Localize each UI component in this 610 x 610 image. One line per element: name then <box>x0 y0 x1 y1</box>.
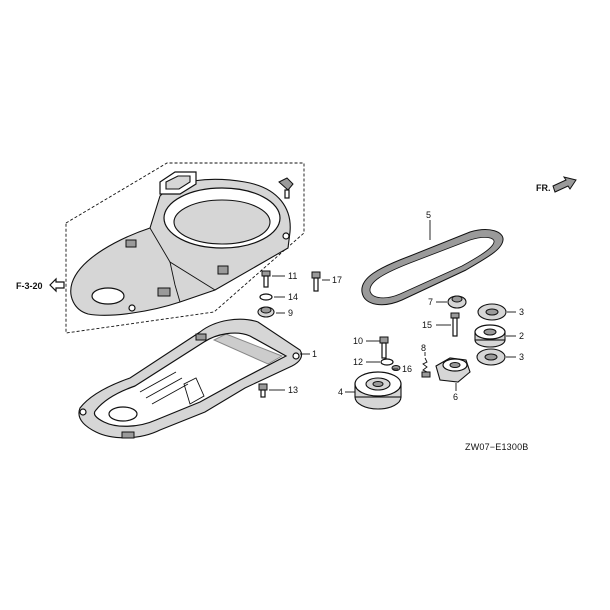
callout-5: 5 <box>426 210 431 220</box>
bolt-10 <box>379 336 389 359</box>
wing-bolt <box>278 177 294 199</box>
callout-16: 16 <box>402 364 412 374</box>
callout-9: 9 <box>288 308 293 318</box>
lower-belt-case <box>78 318 303 439</box>
pulley-3-upper <box>477 303 507 321</box>
front-marker-label: FR. <box>536 183 551 193</box>
tensioner-6 <box>435 357 471 383</box>
callout-11: 11 <box>288 271 297 281</box>
callout-14: 14 <box>288 292 298 302</box>
spring-8 <box>421 357 431 378</box>
callout-10: 10 <box>353 336 363 346</box>
callout-3-upper: 3 <box>519 307 524 317</box>
callout-7: 7 <box>428 297 433 307</box>
callout-1: 1 <box>312 349 317 359</box>
diagram-code: ZW07−E1300B <box>465 442 529 452</box>
washer-12 <box>380 358 394 366</box>
callout-13: 13 <box>288 385 298 395</box>
toothed-pulley-4 <box>354 371 402 410</box>
bolt-13 <box>258 383 268 398</box>
pulley-3-lower <box>476 348 506 366</box>
pulley-2 <box>474 324 506 348</box>
reference-label: F-3-20 <box>16 281 43 291</box>
callout-17: 17 <box>332 275 342 285</box>
washer-14 <box>259 293 273 301</box>
bolt-17 <box>311 271 321 292</box>
callout-2: 2 <box>519 331 524 341</box>
callout-6: 6 <box>453 392 458 402</box>
bolt-11 <box>261 270 271 288</box>
nut-16 <box>391 365 401 371</box>
callout-12: 12 <box>353 357 363 367</box>
callout-8: 8 <box>421 343 426 353</box>
timing-belt <box>361 229 504 306</box>
reference-arrow-icon <box>49 277 65 293</box>
cap-7 <box>447 295 467 309</box>
callout-3-lower: 3 <box>519 352 524 362</box>
callout-15: 15 <box>422 320 432 330</box>
seal-grommet <box>159 171 197 195</box>
callout-4: 4 <box>338 387 343 397</box>
front-arrow-icon <box>552 176 577 193</box>
upper-belt-cover <box>70 178 291 316</box>
grommet-9 <box>257 306 275 318</box>
bolt-15 <box>450 312 460 337</box>
cover-group-boundary <box>65 162 305 334</box>
